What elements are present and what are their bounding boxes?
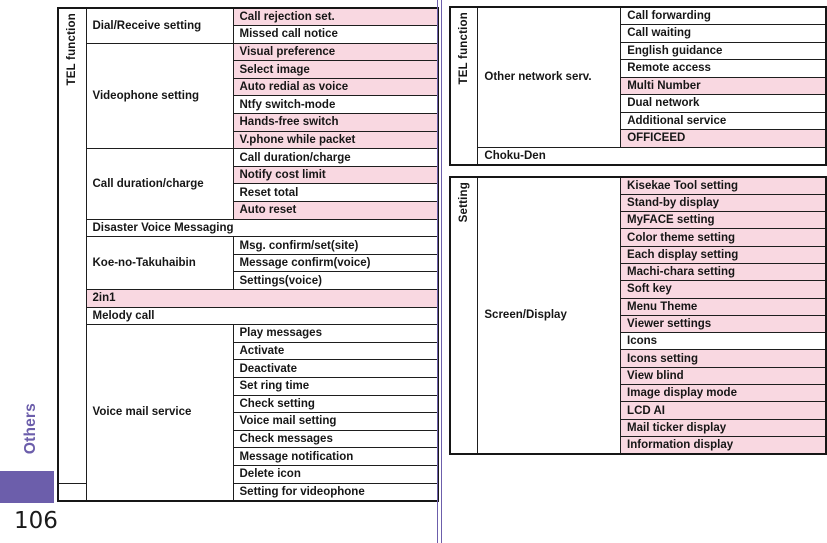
menu-item: Deactivate [232,359,439,378]
menu-row-2in1: 2in1 [85,289,439,308]
menu-item: Each display setting [620,245,827,264]
menu-item: Settings(voice) [232,271,439,290]
menu-row-disaster-voice-messaging: Disaster Voice Messaging [85,218,439,238]
menu-item: Play messages [232,324,439,343]
menu-item: English guidance [620,41,827,60]
menu-item: Notify cost limit [232,165,439,185]
menu-item: Setting for videophone [232,482,439,502]
menu-item: Hands-free switch [232,113,439,132]
menu-item: Call waiting [620,24,827,43]
menu-item: Image display mode [620,384,827,403]
side-tab-others-label: Others [22,403,39,455]
menu-item: Kisekae Tool setting [620,176,827,195]
menu-item: Additional service [620,111,827,130]
menu-item: Reset total [232,183,439,203]
menu-item: Set ring time [232,376,439,396]
menu-item: Icons setting [620,349,827,368]
page-number: 106 [14,508,58,534]
menu-item: V.phone while packet [232,130,439,150]
section-cell-tel-function: TEL function [57,7,87,484]
side-tab-others: Others [15,390,47,468]
menu-item: Call duration/charge [232,148,439,167]
section-cell-continuation [57,482,87,502]
menu-item: Icons [620,332,827,351]
menu-item: LCD AI [620,401,827,420]
section-cell-setting: Setting [449,176,479,455]
menu-item: MyFACE setting [620,211,827,230]
menu-item: Soft key [620,280,827,299]
menu-item: Check messages [232,429,439,449]
menu-table-right-bottom: Setting Screen/Display Kisekae Tool sett… [449,176,827,455]
menu-item: Information display [620,435,827,455]
menu-item: Voice mail setting [232,412,439,431]
group-cell-voice-mail-service: Voice mail service [85,324,234,502]
menu-item: Auto reset [232,201,439,220]
menu-item: View blind [620,366,827,386]
menu-item: Remote access [620,59,827,78]
menu-item: Visual preference [232,42,439,62]
menu-item: Message notification [232,447,439,466]
menu-item: Stand-by display [620,193,827,213]
menu-row-choku-den: Choku-Den [477,146,827,165]
menu-table-left: TEL function Dial/Receive setting Call r… [57,7,439,502]
group-cell-call-duration-charge: Call duration/charge [85,148,234,220]
column-divider [437,0,442,543]
menu-item: Call rejection set. [232,7,439,27]
menu-row-melody-call: Melody call [85,306,439,326]
menu-item: Color theme setting [620,228,827,247]
menu-item: Missed call notice [232,25,439,44]
menu-item: Call forwarding [620,6,827,25]
menu-item: Menu Theme [620,297,827,316]
menu-item: Select image [232,60,439,79]
menu-item: Check setting [232,394,439,414]
menu-item: Dual network [620,94,827,113]
menu-item: Multi Number [620,76,827,95]
group-cell-dial-receive-setting: Dial/Receive setting [85,7,234,44]
section-label-setting: Setting [458,182,471,223]
side-tab-rect [0,471,54,503]
section-label-tel-function: TEL function [458,12,471,85]
menu-item: Activate [232,341,439,361]
menu-item: Mail ticker display [620,418,827,437]
menu-item: OFFICEED [620,129,827,148]
menu-table-right-top: TEL function Other network serv. Call fo… [449,6,827,166]
group-cell-koe-no-takuhaibin: Koe-no-Takuhaibin [85,236,234,290]
menu-item: Viewer settings [620,314,827,334]
menu-item: Ntfy switch-mode [232,95,439,115]
menu-item: Machi-chara setting [620,262,827,282]
group-cell-screen-display: Screen/Display [477,176,622,455]
section-label-tel-function: TEL function [66,13,79,86]
group-cell-videophone-setting: Videophone setting [85,42,234,150]
menu-item: Delete icon [232,464,439,484]
group-cell-other-network-serv: Other network serv. [477,6,622,148]
section-cell-tel-function: TEL function [449,6,479,165]
menu-item: Msg. confirm/set(site) [232,236,439,255]
menu-item: Auto redial as voice [232,77,439,97]
menu-item: Message confirm(voice) [232,253,439,273]
